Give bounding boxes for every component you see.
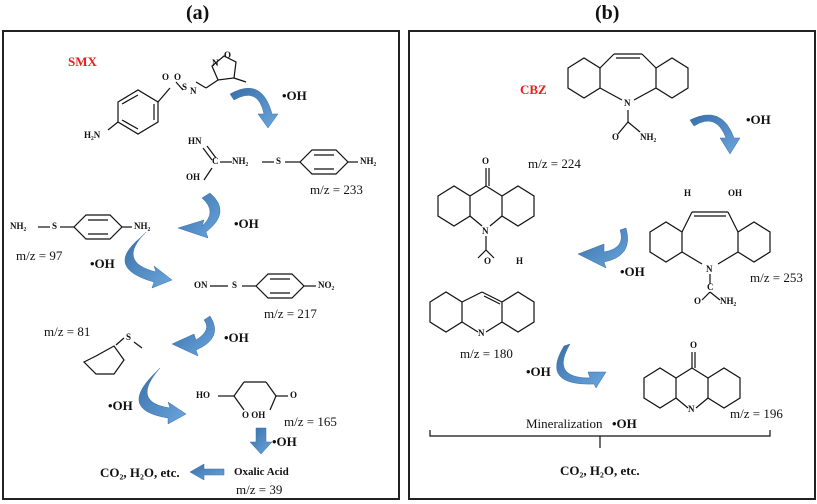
mz-label-97: m/z = 97 <box>16 248 63 263</box>
atom-no2: NO₂ <box>318 280 335 290</box>
mz-label-253: m/z = 253 <box>750 270 803 285</box>
atom-nh2: NH₂ <box>720 296 737 306</box>
atom-s: S <box>52 221 58 231</box>
mineralization-brace <box>429 430 771 448</box>
atom-o: O <box>224 50 232 60</box>
mineralization-label: Mineralization <box>526 416 603 431</box>
radical-oh: •OH <box>272 434 297 449</box>
atom-n: N <box>688 404 695 414</box>
ring-253-right <box>737 221 771 263</box>
radical-oh: •OH <box>746 112 771 127</box>
atom-nh2: NH₂ <box>10 221 27 231</box>
arrow-97-to-217 <box>124 231 173 289</box>
mz-label-180: m/z = 180 <box>460 346 513 361</box>
atom-o: O <box>694 296 702 306</box>
atom-o-oh: O OH <box>242 410 266 420</box>
atom-h: H <box>684 188 692 198</box>
compound-label-smx: SMX <box>68 54 97 69</box>
benzene-217 <box>255 273 305 299</box>
arrow-81-to-165 <box>138 367 187 425</box>
arrow-smx-to-233 <box>229 87 279 129</box>
mz-label-233: m/z = 233 <box>310 182 363 197</box>
radical-oh: •OH <box>526 364 551 379</box>
final-products-a: CO₂, H₂O, etc. <box>100 465 180 480</box>
radical-oh: •OH <box>108 398 133 413</box>
atom-nh2: NH₂ <box>640 132 657 142</box>
atom-o: O <box>290 390 298 400</box>
atom-hn: HN <box>188 136 202 146</box>
atom-o: O <box>612 132 620 142</box>
radical-oh: •OH <box>620 264 645 279</box>
arrow-233-to-97 <box>177 192 221 239</box>
atom-o: O <box>690 340 698 350</box>
ring-224-right <box>501 185 535 227</box>
radical-oh: •OH <box>282 88 307 103</box>
panel-a-label: (a) <box>186 2 210 24</box>
atom-s: S <box>232 280 238 290</box>
radical-oh: •OH <box>612 416 637 431</box>
atom-ho: HO <box>196 390 211 400</box>
radical-oh: •OH <box>234 216 259 231</box>
atom-oh: OH <box>728 188 743 198</box>
ring-180-right <box>501 291 535 333</box>
ring-253-left <box>649 221 683 263</box>
benzene-81 <box>82 345 125 375</box>
mz-label-165: m/z = 165 <box>284 414 337 429</box>
smx-benzene-ring <box>117 89 159 135</box>
cbz-ring-left <box>567 57 601 99</box>
ring-196-left <box>643 367 677 409</box>
arrow-cbz-to-253 <box>689 114 741 155</box>
ring-180-left <box>429 291 463 333</box>
arrow-217-to-81 <box>171 315 215 357</box>
compound-label-cbz: CBZ <box>520 82 547 97</box>
radical-oh: •OH <box>90 256 115 271</box>
benzene-97 <box>73 214 123 240</box>
atom-n: N <box>478 328 485 338</box>
atom-n: N <box>212 58 219 68</box>
atom-c: C <box>707 282 714 292</box>
arrow-oxalic-to-products <box>189 463 225 481</box>
atom-s: S <box>182 82 188 92</box>
atom-o: O <box>174 72 182 82</box>
arrow-253-to-224 <box>577 227 628 269</box>
atom-nh2: NH₂ <box>360 156 377 166</box>
mz-label-224: m/z = 224 <box>528 156 581 171</box>
arrow-165-to-oxalic <box>249 427 273 455</box>
benzene-233 <box>299 149 349 175</box>
oxalic-acid-label: Oxalic Acid <box>234 466 289 478</box>
atom-n: N <box>706 264 713 274</box>
atom-h: H <box>516 256 524 266</box>
final-products-b: CO₂, H₂O, etc. <box>560 463 640 478</box>
atom-n: N <box>482 226 489 236</box>
mz-label-81: m/z = 81 <box>44 324 91 339</box>
arrow-180-to-196 <box>556 343 607 389</box>
atom-s: S <box>276 156 282 166</box>
panel-b-frame <box>408 30 816 500</box>
atom-o: O <box>162 72 170 82</box>
atom-n: N <box>190 86 197 96</box>
ring-196-right <box>707 367 741 409</box>
atom-nh2: NH₂ <box>134 221 151 231</box>
mz-label-196: m/z = 196 <box>730 406 783 421</box>
atom-n: N <box>624 98 631 108</box>
panel-b-label: (b) <box>595 2 620 24</box>
atom-s: S <box>126 332 132 342</box>
mz-label-39: m/z = 39 <box>236 482 283 497</box>
atom-c: C <box>212 156 219 166</box>
mz-label-217: m/z = 217 <box>264 306 317 321</box>
atom-o: O <box>484 256 492 266</box>
atom-on: ON <box>194 280 208 290</box>
isoxazole-ring <box>211 55 237 81</box>
ring-224-left <box>437 185 471 227</box>
panel-a-frame <box>2 30 400 500</box>
cbz-ring-right <box>655 57 689 99</box>
atom-oh: OH <box>186 172 201 182</box>
atom-h2n: H₂N <box>84 130 101 140</box>
atom-o: O <box>482 156 490 166</box>
radical-oh: •OH <box>224 330 249 345</box>
atom-nh2: NH₂ <box>232 156 249 166</box>
